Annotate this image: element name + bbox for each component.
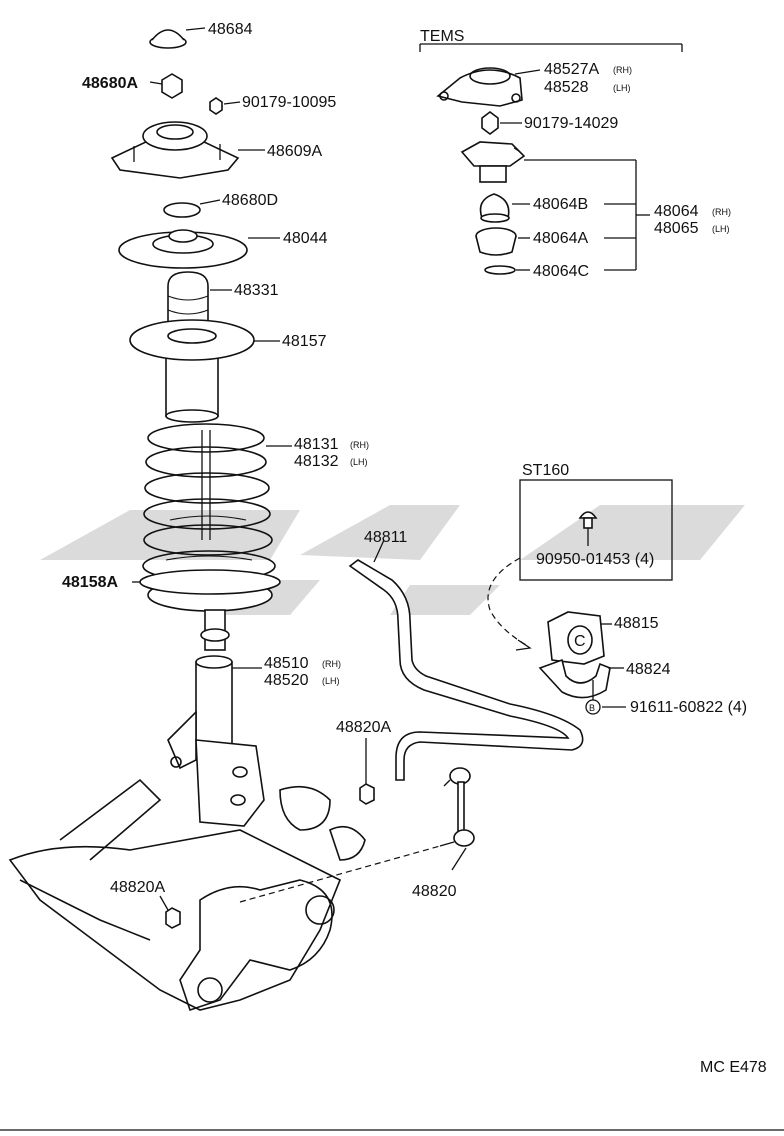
label-48520-side: (LH) bbox=[322, 676, 340, 686]
label-48064C: 48064C bbox=[533, 263, 589, 280]
label-48157: 48157 bbox=[282, 333, 327, 350]
part-48680A[interactable] bbox=[149, 73, 183, 99]
part-48510-strut[interactable] bbox=[167, 609, 265, 827]
label-48528-side: (LH) bbox=[613, 83, 631, 93]
part-48527A[interactable] bbox=[436, 67, 541, 107]
label-48684: 48684 bbox=[208, 21, 253, 38]
label-48609A: 48609A bbox=[267, 143, 322, 160]
label-48520: 48520 bbox=[264, 672, 309, 689]
label-90179-10095: 90179-10095 bbox=[242, 94, 336, 111]
label-90179-14029: 90179-14029 bbox=[524, 115, 618, 132]
diagram-code: MC E478 bbox=[700, 1059, 767, 1076]
part-48609A[interactable] bbox=[110, 121, 265, 179]
label-48065: 48065 bbox=[654, 220, 699, 237]
label-48680A: 48680A bbox=[82, 75, 138, 92]
st160-box bbox=[519, 479, 673, 581]
label-48820A-upper: 48820A bbox=[336, 719, 391, 736]
part-48064C[interactable] bbox=[484, 265, 530, 275]
bracket-48064 bbox=[604, 160, 650, 271]
tems-bracket-line bbox=[419, 43, 683, 52]
part-48064A[interactable] bbox=[475, 227, 530, 256]
part-91611-60822-bolt[interactable]: B bbox=[585, 680, 626, 715]
st160-arrow bbox=[487, 557, 529, 647]
suspension-member bbox=[8, 778, 366, 1012]
part-48815-bushing[interactable]: C bbox=[547, 611, 612, 665]
part-48331[interactable] bbox=[167, 271, 232, 333]
part-90179-14029[interactable] bbox=[481, 111, 522, 135]
label-48064-side: (RH) bbox=[712, 207, 731, 217]
part-48064-actuator[interactable] bbox=[460, 141, 636, 183]
st160-arrow-head bbox=[515, 639, 532, 651]
label-48510-side: (RH) bbox=[322, 659, 341, 669]
label-48132-side: (LH) bbox=[350, 457, 368, 467]
part-90950-01453-clip[interactable] bbox=[578, 511, 598, 546]
bracket-mark-c: C bbox=[574, 633, 586, 650]
part-48824-bracket[interactable] bbox=[538, 658, 624, 699]
part-48044[interactable] bbox=[118, 229, 280, 269]
label-48158A: 48158A bbox=[62, 574, 118, 591]
part-48684[interactable] bbox=[149, 27, 206, 49]
label-48527A-side: (RH) bbox=[613, 65, 632, 75]
label-48064B: 48064B bbox=[533, 196, 588, 213]
part-48820-link[interactable] bbox=[439, 767, 475, 871]
label-48820: 48820 bbox=[412, 883, 457, 900]
label-48815: 48815 bbox=[614, 615, 659, 632]
label-48811: 48811 bbox=[364, 529, 407, 546]
part-48820A-nut-upper[interactable] bbox=[359, 738, 375, 805]
label-48044: 48044 bbox=[283, 230, 328, 247]
label-48527A: 48527A bbox=[544, 61, 599, 78]
dashed-leader bbox=[239, 845, 441, 903]
part-48680D[interactable] bbox=[163, 199, 221, 218]
part-48811-stabilizer-bar[interactable] bbox=[348, 539, 584, 781]
label-48510: 48510 bbox=[264, 655, 309, 672]
label-48065-side: (LH) bbox=[712, 224, 730, 234]
label-48064A: 48064A bbox=[533, 230, 588, 247]
label-91611-60822: 91611-60822 (4) bbox=[630, 699, 747, 716]
label-90950-01453: 90950-01453 (4) bbox=[536, 551, 654, 568]
part-48064B[interactable] bbox=[479, 193, 531, 223]
label-48824: 48824 bbox=[626, 661, 671, 678]
part-48820A-nut-lower[interactable] bbox=[159, 895, 181, 929]
label-group-st160: ST160 bbox=[522, 462, 569, 479]
label-48331: 48331 bbox=[234, 282, 279, 299]
part-48158A[interactable] bbox=[132, 569, 281, 595]
label-48131-side: (RH) bbox=[350, 440, 369, 450]
label-48528: 48528 bbox=[544, 79, 589, 96]
label-48820A-lower: 48820A bbox=[110, 879, 165, 896]
label-48680D: 48680D bbox=[222, 192, 278, 209]
part-90179-10095[interactable] bbox=[209, 97, 241, 115]
part-48157[interactable] bbox=[129, 319, 280, 423]
label-48131: 48131 bbox=[294, 436, 339, 453]
mark-b: B bbox=[589, 703, 595, 713]
label-group-tems: TEMS bbox=[420, 28, 464, 45]
label-48132: 48132 bbox=[294, 453, 339, 470]
label-48064: 48064 bbox=[654, 203, 699, 220]
